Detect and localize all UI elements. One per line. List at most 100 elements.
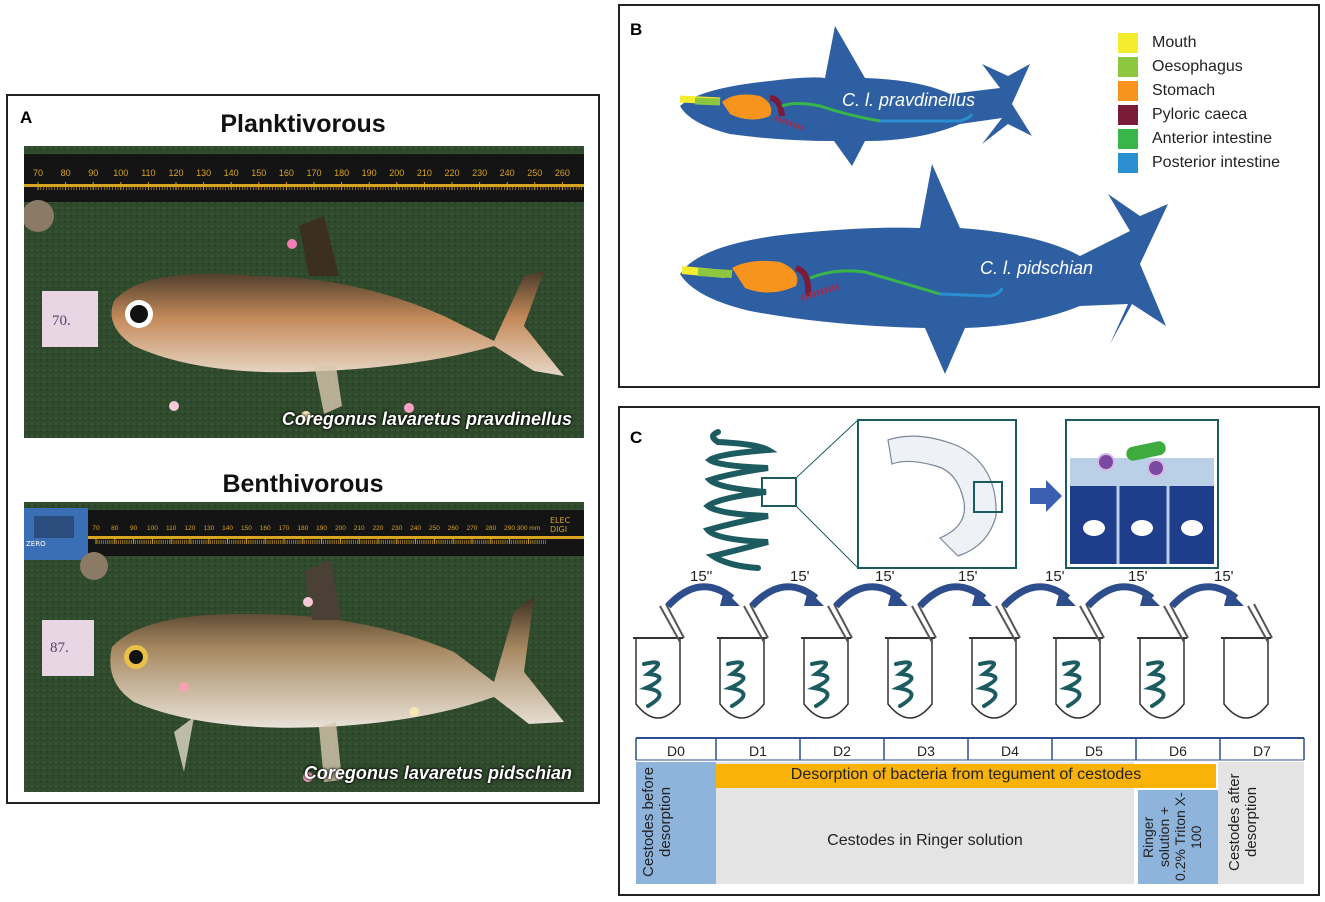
ruler-tick-label: 70 bbox=[92, 525, 100, 532]
legend-swatch bbox=[1118, 129, 1138, 149]
interval-label: 15'' bbox=[690, 568, 713, 585]
tube bbox=[1221, 603, 1273, 719]
tube bbox=[885, 603, 937, 719]
transfer-arrow bbox=[917, 583, 992, 609]
ruler-tick-label: 70 bbox=[33, 168, 43, 178]
panel-a-label: A bbox=[20, 108, 33, 127]
ruler-tick-label: 260 bbox=[555, 168, 570, 178]
forceps-icon bbox=[995, 603, 1021, 643]
day-label-d0: D0 bbox=[667, 743, 685, 759]
ruler-tick-label: 230 bbox=[391, 525, 402, 532]
legend-label: Anterior intestine bbox=[1152, 130, 1273, 147]
benthivorous-caption: Coregonus lavaretus pidschian bbox=[303, 763, 572, 783]
day-label-d1: D1 bbox=[749, 743, 767, 759]
benthivorous-title: Benthivorous bbox=[222, 470, 384, 498]
ruler-tick-label: 80 bbox=[61, 168, 71, 178]
day-label-d7: D7 bbox=[1253, 743, 1271, 759]
ruler-tick-label: 170 bbox=[306, 168, 321, 178]
transfer-arrow bbox=[1085, 583, 1160, 609]
zoom-box-1 bbox=[761, 477, 797, 507]
transfer-arrow bbox=[749, 583, 824, 609]
forceps-icon bbox=[1079, 603, 1105, 643]
tube bbox=[801, 603, 853, 719]
gut-pidschian bbox=[681, 260, 1004, 301]
legend-label: Stomach bbox=[1152, 82, 1216, 99]
ruler-tick-label: 100 bbox=[113, 168, 128, 178]
cestode-coil bbox=[702, 429, 778, 571]
zoom-box-2 bbox=[973, 481, 1003, 513]
legend-swatch bbox=[1118, 105, 1138, 125]
before-label: Cestodes before desorption bbox=[640, 766, 674, 878]
tube bbox=[633, 603, 685, 719]
ruler-tick-label: 110 bbox=[141, 168, 155, 178]
bacterium-coccus bbox=[1097, 453, 1115, 471]
ruler-tick-label: 200 bbox=[335, 525, 346, 532]
interval-label: 15' bbox=[1045, 568, 1065, 585]
legend-item-oesophagus: Oesophagus bbox=[1118, 56, 1243, 78]
ringer-label: Cestodes in Ringer solution bbox=[827, 832, 1023, 849]
legend-label: Mouth bbox=[1152, 34, 1197, 51]
legend-item-posterior-intestine: Posterior intestine bbox=[1118, 152, 1280, 174]
ruler-tick-label: 240 bbox=[500, 168, 515, 178]
bacterium-rod bbox=[1126, 441, 1166, 461]
bacterium-coccus bbox=[1147, 459, 1165, 477]
tegument-surface bbox=[1070, 458, 1214, 488]
transfer-arrow bbox=[1001, 583, 1076, 609]
day-label-d5: D5 bbox=[1085, 743, 1103, 759]
planktivorous-caption: Coregonus lavaretus pravdinellus bbox=[281, 409, 572, 429]
legend-label: Oesophagus bbox=[1152, 58, 1243, 75]
ruler-tick-label: 140 bbox=[224, 168, 239, 178]
ruler-tick-label: 220 bbox=[373, 525, 384, 532]
triton-box bbox=[1138, 790, 1218, 884]
ruler-tick-label: 210 bbox=[354, 525, 365, 532]
ruler-tick-label: 160 bbox=[279, 168, 294, 178]
ruler-tick-label: 200 bbox=[389, 168, 404, 178]
transfer-arrow bbox=[1169, 583, 1244, 609]
tube-row bbox=[633, 603, 1273, 719]
ruler-tick-label: 120 bbox=[168, 168, 183, 178]
ruler-tick-label: 300 mm bbox=[517, 525, 540, 532]
transfer-arrow bbox=[833, 583, 908, 609]
legend-item-mouth: Mouth bbox=[1118, 32, 1196, 54]
ruler-tick-label: 250 bbox=[527, 168, 542, 178]
interval-label: 15' bbox=[1214, 568, 1234, 585]
ruler-tick-label: 250 bbox=[429, 525, 440, 532]
interval-label: 15' bbox=[958, 568, 978, 585]
ruler-tick-label: 180 bbox=[297, 525, 308, 532]
ruler-tick-label: 130 bbox=[203, 525, 214, 532]
forceps-icon bbox=[1163, 603, 1189, 643]
interval-label: 15' bbox=[1128, 568, 1148, 585]
fish-silhouette-pravdinellus bbox=[680, 26, 1032, 166]
ruler-tick-label: 260 bbox=[448, 525, 459, 532]
ruler-tick-label: 290 bbox=[504, 525, 515, 532]
legend-item-pyloric-caeca: Pyloric caeca bbox=[1118, 104, 1247, 126]
ruler-tick-label: 120 bbox=[185, 525, 196, 532]
legend-item-stomach: Stomach bbox=[1118, 80, 1215, 102]
ruler-tick-label: 210 bbox=[417, 168, 432, 178]
legend-swatch bbox=[1118, 57, 1138, 77]
desorption-label: Desorption of bacteria from tegument of … bbox=[790, 766, 1142, 783]
ruler-tick-label: 130 bbox=[196, 168, 211, 178]
forceps-icon bbox=[827, 603, 853, 643]
ruler-bottom bbox=[24, 510, 584, 556]
forceps-icon bbox=[659, 603, 685, 643]
tube bbox=[969, 603, 1021, 719]
ruler-brand: ELEC DIGI bbox=[550, 516, 571, 534]
forceps-icon bbox=[743, 603, 769, 643]
ruler-tick-label: 180 bbox=[334, 168, 349, 178]
tube bbox=[1053, 603, 1105, 719]
ruler-tick-label: 100 bbox=[147, 525, 158, 532]
ruler-tick-label: 110 bbox=[166, 525, 177, 532]
ruler-tick-label: 230 bbox=[472, 168, 487, 178]
legend-item-anterior-intestine: Anterior intestine bbox=[1118, 128, 1272, 150]
ruler-tick-label: 90 bbox=[130, 525, 138, 532]
planktivorous-tag: 70. bbox=[52, 313, 71, 329]
forceps-icon bbox=[1247, 603, 1273, 643]
panel-b: B C. l. pravdinellus C. l. p bbox=[618, 4, 1320, 388]
